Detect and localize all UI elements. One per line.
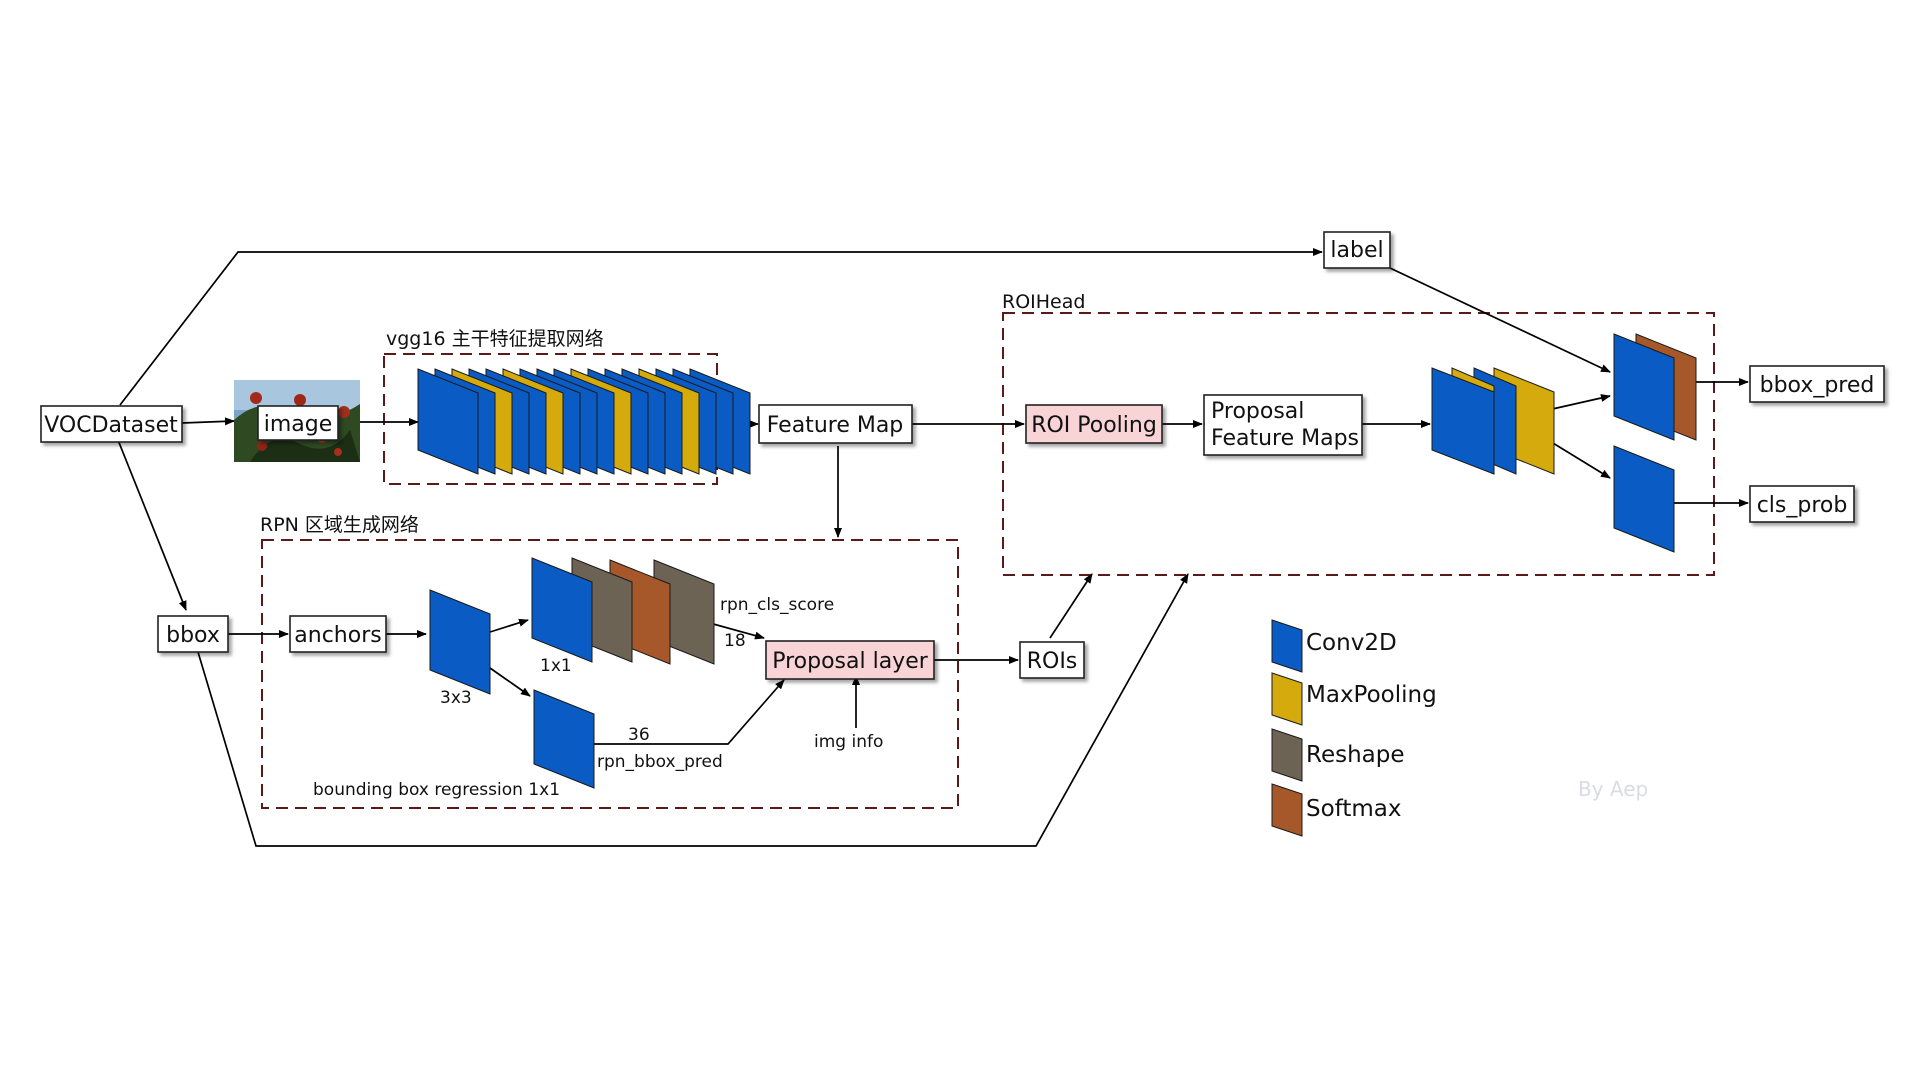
voc-to-bbox-line bbox=[117, 439, 187, 611]
proposal-layer-label: Proposal layer bbox=[772, 649, 929, 674]
vgg-group-title: vgg16 主干特征提取网络 bbox=[386, 328, 604, 350]
img-info-label: img info bbox=[814, 732, 883, 752]
cls-prob-box bbox=[1749, 485, 1855, 523]
image-label: image bbox=[264, 412, 333, 437]
rpn-cls-score-label: rpn_cls_score bbox=[720, 595, 834, 615]
roihead-bbox-conv-block bbox=[1613, 333, 1675, 441]
rois-to-roihead-line bbox=[1049, 573, 1093, 639]
connections bbox=[117, 248, 1749, 847]
bbox-to-roihead-line bbox=[197, 573, 1189, 847]
blocks-to-lower-conv-line bbox=[1547, 439, 1611, 479]
legend-swatch-conv2d bbox=[1271, 619, 1303, 673]
kernel-1x1-label: 1x1 bbox=[540, 656, 572, 676]
conv3-to-cls-branch-line bbox=[489, 618, 529, 633]
legend-swatch-reshape bbox=[1271, 728, 1303, 782]
legend-label-reshape: Reshape bbox=[1306, 742, 1405, 768]
roihead-conv-block-1 bbox=[1431, 367, 1495, 475]
label-to-upper-conv-line bbox=[1389, 267, 1611, 373]
rpn-group-box bbox=[261, 539, 959, 809]
roihead-layer-blocks bbox=[1431, 333, 1697, 553]
bbox-pred-label: bbox_pred bbox=[1760, 373, 1875, 398]
anchors-box bbox=[289, 615, 387, 653]
bbox-pred-to-proposal-line bbox=[592, 679, 785, 745]
cls-score-to-proposal-line bbox=[705, 621, 765, 640]
voc-dataset-box bbox=[40, 405, 183, 443]
voc-dataset-label: VOCDataset bbox=[44, 413, 178, 438]
label-box bbox=[1323, 231, 1391, 269]
blocks-to-upper-conv-line bbox=[1547, 394, 1611, 411]
legend-label-maxpooling: MaxPooling bbox=[1306, 682, 1437, 708]
channels-18-label: 18 bbox=[724, 631, 746, 651]
kernel-3x3-label: 3x3 bbox=[440, 688, 472, 708]
bbox-box bbox=[157, 615, 229, 653]
legend: Conv2D MaxPooling Reshape Softmax bbox=[1271, 619, 1437, 837]
rpn-group-title: RPN 区域生成网络 bbox=[260, 514, 419, 536]
proposal-fm-line2: Feature Maps bbox=[1211, 426, 1359, 451]
proposal-fm-line1: Proposal bbox=[1211, 399, 1304, 424]
bbox-label: bbox bbox=[166, 623, 220, 648]
anchors-label: anchors bbox=[294, 623, 381, 648]
rois-box bbox=[1019, 641, 1085, 679]
rois-label: ROIs bbox=[1027, 649, 1078, 674]
proposal-feature-maps-box bbox=[1203, 394, 1363, 456]
vgg-conv2d-block bbox=[417, 368, 479, 475]
voc-to-image-line bbox=[181, 417, 235, 426]
rpn-cls-conv1x1-block bbox=[531, 557, 593, 663]
legend-label-softmax: Softmax bbox=[1306, 796, 1402, 822]
roihead-group-title: ROIHead bbox=[1002, 291, 1085, 313]
rpn-conv3x3-block bbox=[429, 589, 491, 695]
roihead-cls-conv-block bbox=[1613, 445, 1675, 553]
feature-map-label: Feature Map bbox=[767, 413, 904, 438]
legend-label-conv2d: Conv2D bbox=[1306, 630, 1397, 656]
cls-prob-label: cls_prob bbox=[1757, 493, 1848, 518]
watermark-text: By Aep bbox=[1578, 777, 1648, 801]
legend-swatch-softmax bbox=[1271, 783, 1303, 837]
feature-map-box bbox=[758, 404, 913, 444]
bbox-pred-box bbox=[1749, 365, 1885, 403]
rpn-layer-blocks bbox=[429, 557, 715, 789]
legend-swatch-maxpooling bbox=[1271, 672, 1303, 726]
voc-to-label-line bbox=[119, 248, 1323, 406]
proposal-layer-box bbox=[765, 640, 935, 680]
conv3-to-reg-branch-line bbox=[489, 667, 531, 697]
label-node-label: label bbox=[1330, 238, 1383, 263]
rpn-bbox-conv1x1-block bbox=[533, 689, 595, 789]
roihead-group-box bbox=[1002, 312, 1715, 576]
vgg-layer-stack bbox=[417, 368, 751, 475]
roi-pooling-label: ROI Pooling bbox=[1031, 413, 1157, 438]
image-label-box bbox=[257, 405, 339, 441]
roi-pooling-box bbox=[1025, 404, 1163, 444]
vgg-group-box bbox=[383, 353, 718, 485]
rpn-bbox-pred-label: rpn_bbox_pred bbox=[597, 752, 723, 772]
channels-36-label: 36 bbox=[628, 725, 650, 745]
bbox-regression-label: bounding box regression 1x1 bbox=[313, 780, 560, 800]
